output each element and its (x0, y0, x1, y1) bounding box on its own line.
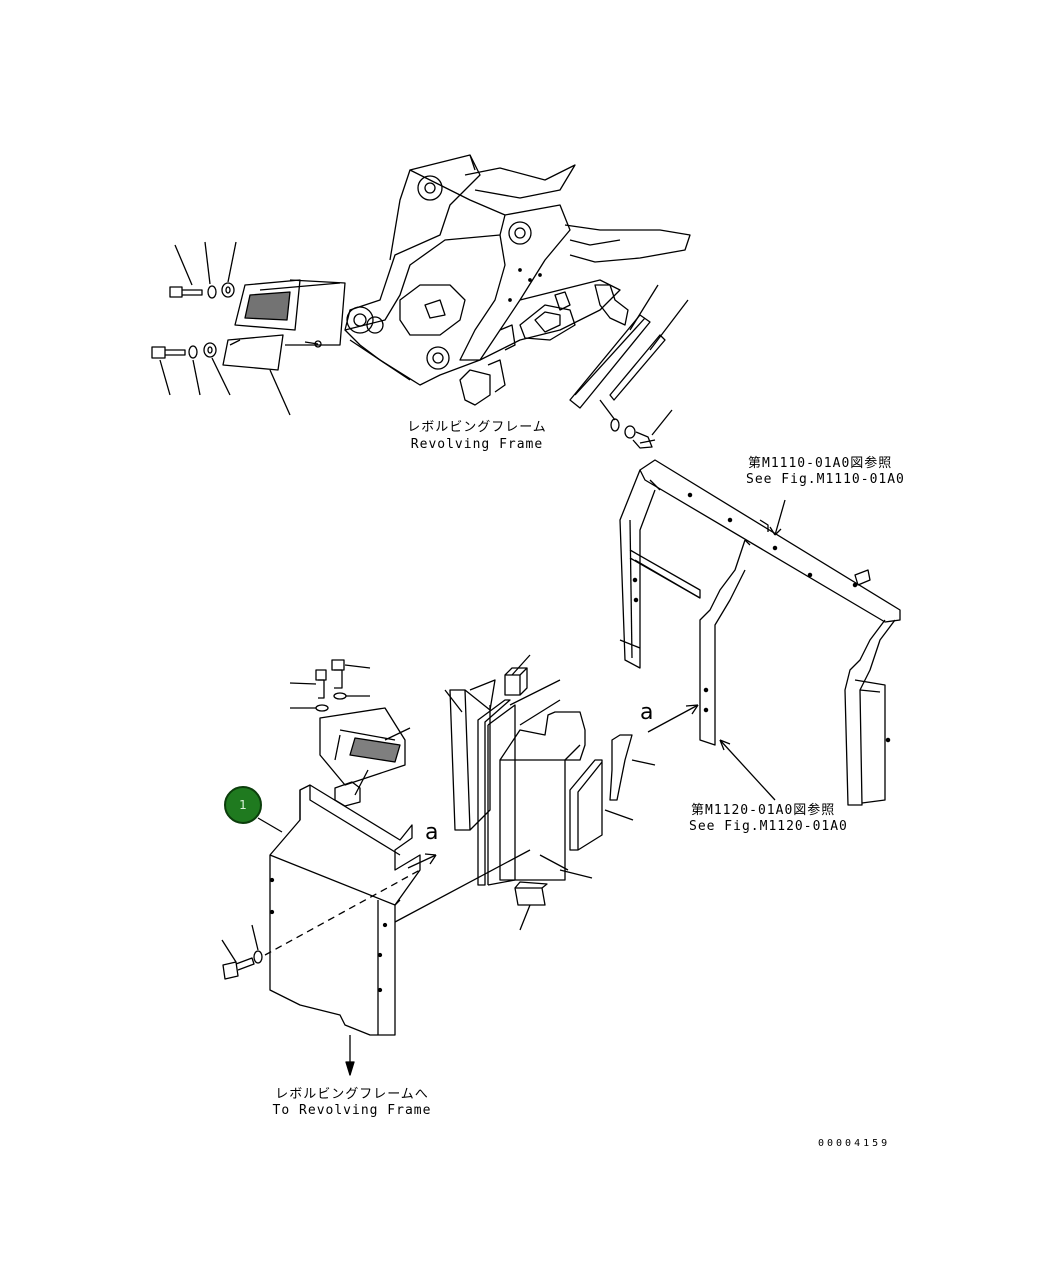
reference-m1120-label-jp: 第M1120-01A0図参照 (691, 803, 836, 818)
front-cover-part-1 (221, 784, 437, 1076)
bottom-hardware-group (289, 659, 411, 807)
view-arrow-a-frame: a (640, 700, 654, 725)
view-arrow-a-cover: a (425, 820, 439, 845)
drawing-number: 00004159 (818, 1138, 891, 1149)
to-revolving-frame-label-jp: レボルビングフレームへ (275, 1087, 429, 1102)
insulation-pads-group (394, 654, 656, 931)
cab-frame-assembly (619, 459, 901, 806)
part-callout-1[interactable]: 1 (224, 786, 262, 824)
revolving-frame-label-en: Revolving Frame (410, 437, 544, 452)
reference-m1110-label-en: See Fig.M1110-01A0 (746, 472, 905, 487)
top-mesh-plate-group (151, 241, 689, 449)
reference-m1110-label-jp: 第M1110-01A0図参照 (748, 456, 893, 471)
reference-m1120-label-en: See Fig.M1120-01A0 (689, 819, 848, 834)
revolving-frame-label-jp: レボルビングフレーム (407, 420, 547, 435)
to-revolving-frame-label-en: To Revolving Frame (272, 1103, 432, 1118)
revolving-frame-assembly (344, 154, 691, 409)
